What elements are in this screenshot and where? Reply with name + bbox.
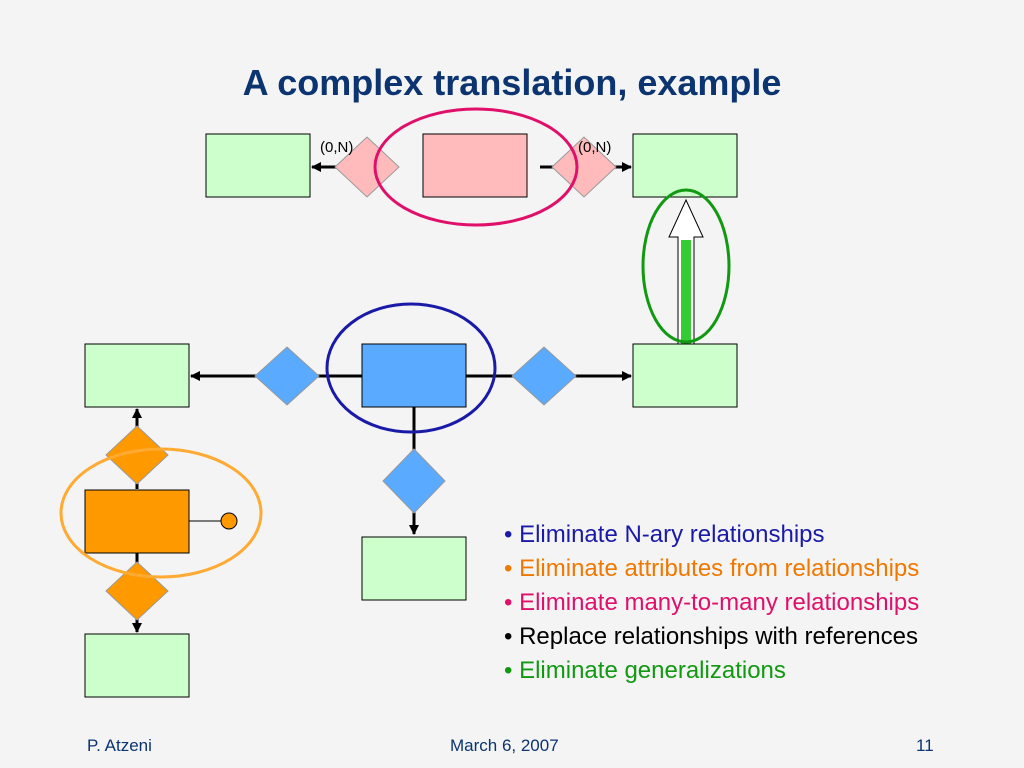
bullet-eliminate-nary: Eliminate N-ary relationships — [504, 518, 919, 552]
bullet-eliminate-attributes: Eliminate attributes from relationships — [504, 552, 919, 586]
highlight-ellipse-orange — [59, 447, 263, 579]
relationship-top-left — [334, 136, 400, 198]
entity-middle-left — [84, 343, 190, 408]
entity-top-right — [632, 133, 738, 198]
attribute-circle — [220, 512, 238, 530]
bullet-eliminate-generalizations: Eliminate generalizations — [504, 654, 919, 688]
highlight-ellipse-blue — [325, 302, 497, 434]
entity-middle-center-blue — [361, 343, 467, 408]
slide-title: A complex translation, example — [242, 62, 782, 103]
entity-top-center-pink — [422, 133, 528, 198]
generalization-arrow-fill — [681, 240, 691, 344]
entity-bottom-left — [84, 633, 190, 698]
cardinality-right: (0,N) — [578, 139, 611, 156]
highlight-ellipse-pink — [373, 107, 579, 227]
footer-page-number: 11 — [916, 736, 934, 755]
cardinality-left: (0,N) — [320, 139, 353, 156]
relationship-middle-left — [254, 346, 320, 406]
relationship-top-right — [551, 136, 617, 198]
bullet-replace-relationships: Replace relationships with references — [504, 620, 919, 654]
entity-middle-right — [632, 343, 738, 408]
entity-top-left — [205, 133, 311, 198]
relationship-middle-down — [382, 448, 446, 514]
relationship-left-upper — [105, 425, 169, 485]
relationship-middle-right — [511, 346, 577, 406]
footer-author: P. Atzeni — [87, 736, 152, 755]
highlight-ellipse-green — [641, 188, 731, 344]
bullet-list: Eliminate N-ary relationships Eliminate … — [504, 518, 919, 688]
footer-date: March 6, 2007 — [450, 736, 559, 755]
entity-bottom-center — [361, 536, 467, 601]
bullet-eliminate-many-to-many: Eliminate many-to-many relationships — [504, 586, 919, 620]
entity-left-orange — [84, 489, 190, 554]
